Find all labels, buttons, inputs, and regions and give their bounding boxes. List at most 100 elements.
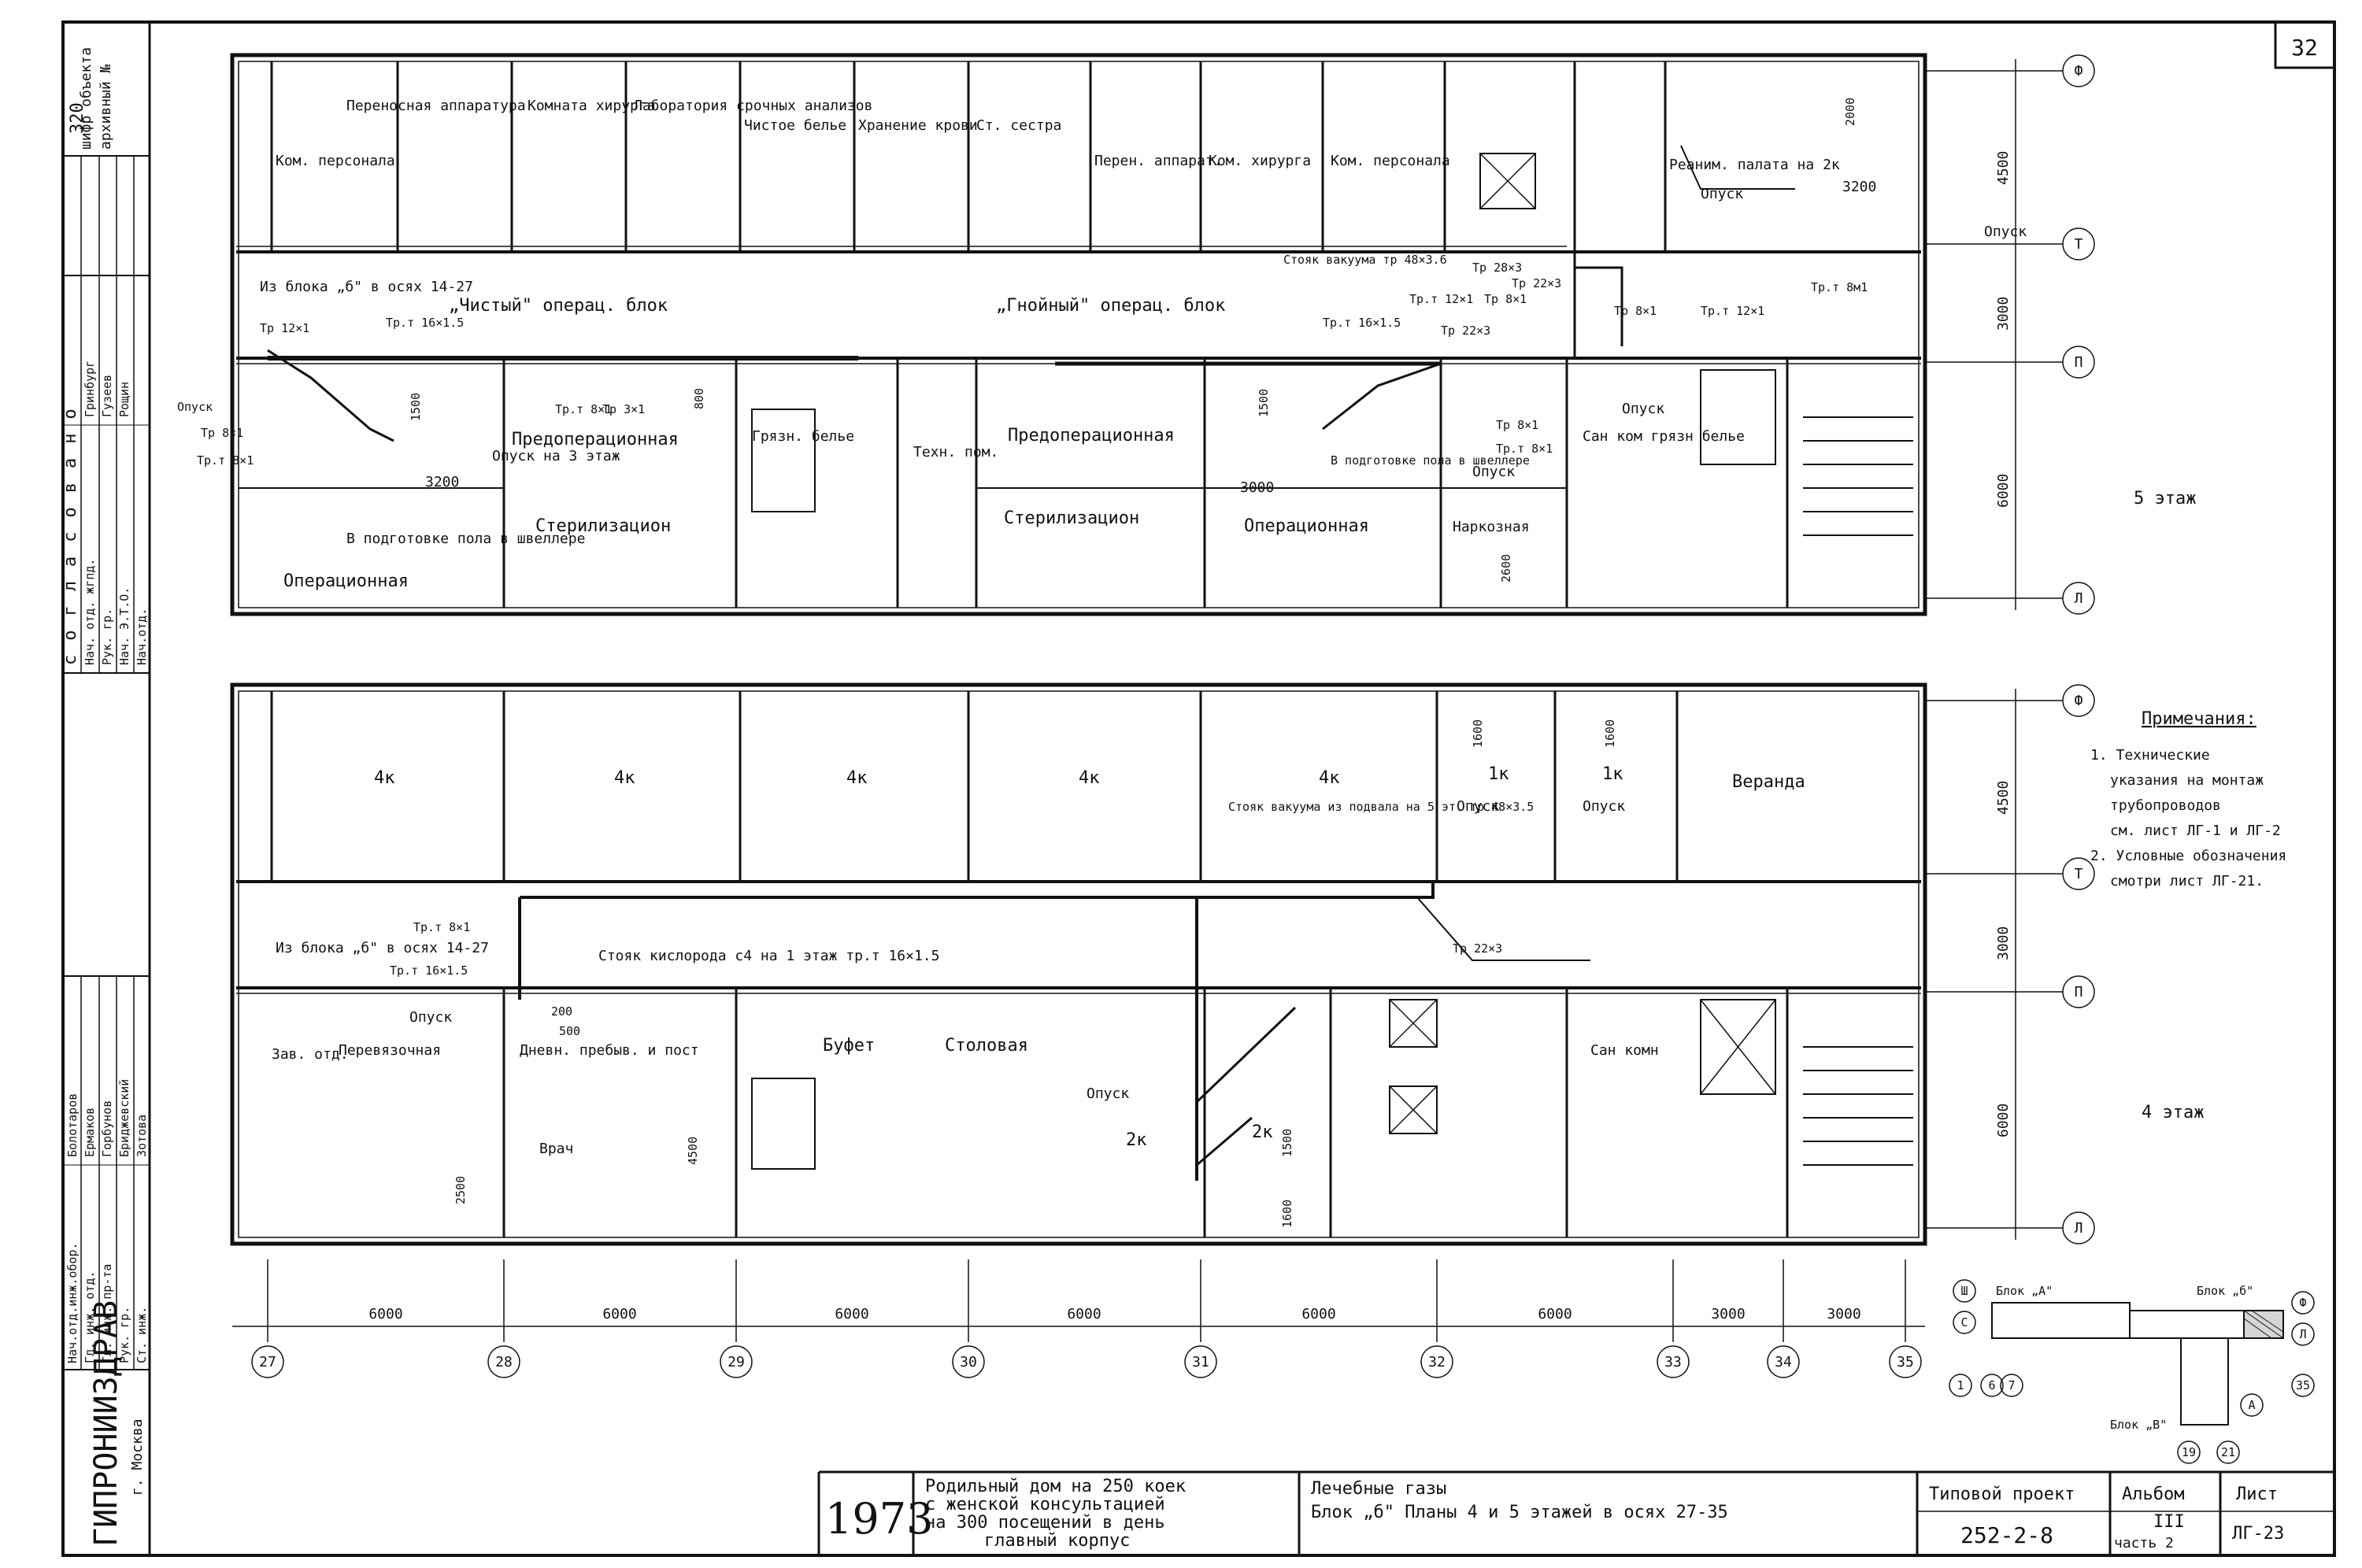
axis-bubble-f-4: Ф	[2075, 693, 2083, 709]
f5-dim-3: 1500	[1257, 389, 1271, 417]
f5-note-25: Тр.т 12×1	[1701, 304, 1764, 318]
f5-room-1: Переносная аппаратура	[346, 98, 526, 114]
f5-note-6: Тр.т 8×1	[555, 402, 612, 416]
right-dim-3: 4500	[1995, 781, 2012, 815]
project-line-3: главный корпус	[984, 1531, 1130, 1551]
typical-project-number: 252-2-8	[1960, 1522, 2053, 1548]
f5-note-14: Тр.т 12×1	[1409, 292, 1473, 306]
right-dim-4: 3000	[1995, 926, 2012, 960]
f5-room-10: Реаним. палата на 2к	[1669, 157, 1840, 173]
keyplan-block-b: Блок „б"	[2197, 1284, 2253, 1298]
approval-strip: шифр объекта архивный № 320 согласовано …	[61, 22, 151, 1555]
f4-dim-6: 1500	[1280, 1129, 1294, 1157]
upper-name-0: Гринбург	[83, 361, 97, 417]
f4-room-2: 4к	[846, 768, 868, 788]
f4-room-12: Буфет	[823, 1036, 875, 1056]
lower-role-0: Нач.отд.инж.обор.	[65, 1242, 80, 1363]
axis-bubble-34: 34	[1775, 1354, 1792, 1370]
f5-room-17: Стерилизацион	[1004, 508, 1139, 528]
notes-line-5: смотри лист ЛГ-21.	[2110, 873, 2264, 889]
right-dim-2: 6000	[1995, 474, 2012, 508]
sheet-frame	[61, 20, 2336, 1557]
f5-room-16: Операционная	[283, 571, 409, 591]
f4-dim-3: 4500	[686, 1137, 700, 1165]
axis-bubble-32: 32	[1428, 1354, 1446, 1370]
f5-note-8: Опуск на 3 этаж	[492, 448, 620, 464]
f4-room-7: Веранда	[1732, 772, 1805, 792]
f5-note-0: Из блока „б" в осях 14-27	[260, 279, 473, 295]
axis-dim-7: 3000	[1827, 1306, 1860, 1322]
lower-role-2: Гл. инж. пр-та	[100, 1264, 114, 1363]
axis-bubble-p-4: П	[2075, 984, 2083, 1000]
floor-4-plan	[230, 682, 1927, 1246]
axis-dim-4: 6000	[1301, 1306, 1335, 1322]
axis-bubble-f-5: Ф	[2075, 63, 2083, 80]
f5-room-9: Ком. персонала	[1331, 153, 1450, 169]
axis-dim-5: 6000	[1538, 1306, 1572, 1322]
f4-note-6: Опуск	[1457, 798, 1499, 815]
object-code-label-1: шифр объекта	[78, 47, 94, 150]
notes-line-2: трубопроводов	[2110, 797, 2221, 814]
drawing-title-0: Лечебные газы	[1311, 1479, 1446, 1499]
lower-name-1: Ермаков	[83, 1108, 97, 1157]
lower-name-0: Болотаров	[65, 1093, 80, 1157]
f4-note-9: Опуск	[1087, 1085, 1129, 1102]
axis-bubble-29: 29	[727, 1354, 745, 1370]
f4-room-13: Столовая	[945, 1036, 1028, 1056]
axis-bubble-t-5: Т	[2075, 236, 2083, 253]
f5-room-4: Чистое белье	[744, 117, 846, 134]
keyplan-axis-s: С	[1960, 1315, 1968, 1329]
agreed-label: согласовано	[61, 394, 80, 665]
typical-project-label: Типовой проект	[1929, 1485, 2075, 1504]
f5-note-4: Тр 8×1	[201, 426, 243, 440]
f4-room-10: Дневн. пребыв. и пост	[520, 1042, 699, 1059]
f4-room-16: Сан комн	[1590, 1042, 1659, 1059]
f5-note-7: Тр 3×1	[602, 402, 645, 416]
f5-note-26: Тр.т 8м1	[1811, 280, 1868, 294]
f5-dim-2: 800	[692, 388, 706, 409]
f5-note-10: В подготовке пола в швеллере	[1331, 453, 1530, 468]
lower-role-4: Ст. инж.	[135, 1307, 149, 1363]
f4-note-0: Из блока „б" в осях 14-27	[276, 940, 489, 956]
f5-room-5: Хранение крови	[858, 117, 978, 134]
f5-room-6: Ст. сестра	[976, 117, 1061, 134]
upper-role-1: Нач. отд. жгпд.	[83, 559, 97, 665]
notes-heading: Примечания:	[2142, 709, 2256, 729]
f5-note-3: Опуск	[177, 400, 213, 414]
axis-bubble-28: 28	[495, 1354, 513, 1370]
f4-note-4: Опуск	[409, 1009, 452, 1026]
lower-name-2: Горбунов	[100, 1100, 114, 1157]
f5-note-18: Тр 8×1	[1496, 418, 1538, 432]
f5-note-20: Опуск	[1622, 401, 1664, 417]
list-number: ЛГ-23	[2232, 1524, 2284, 1544]
f4-room-6: 1к	[1602, 764, 1623, 784]
axis-bubble-33: 33	[1664, 1354, 1682, 1370]
notes-line-0: 1. Технические	[2090, 747, 2210, 764]
f4-room-4: 4к	[1319, 768, 1340, 788]
f5-floor-label: 5 этаж	[2134, 489, 2196, 508]
f4-floor-label: 4 этаж	[2142, 1103, 2204, 1122]
f5-room-3: Лаборатория срочных анализов	[634, 98, 872, 114]
f5-note-1: Тр 12×1	[260, 321, 309, 335]
f4-note-7: Опуск	[1583, 798, 1625, 815]
f5-note-9: В подготовке пола в швеллере	[346, 531, 585, 547]
f4-room-9: Перевязочная	[339, 1042, 441, 1059]
keyplan-axis-19: 19	[2182, 1445, 2196, 1459]
album-part: часть 2	[2114, 1535, 2174, 1551]
notes-line-1: указания на монтаж	[2110, 772, 2264, 789]
f5-room-8: Ком. хирурга	[1209, 153, 1311, 169]
keyplan-axis-1: 1	[1957, 1378, 1964, 1392]
f5-note-19: Тр.т 8×1	[1496, 442, 1553, 456]
right-dim-5: 6000	[1995, 1104, 2012, 1137]
lower-name-4: Зотова	[135, 1115, 149, 1157]
f5-dim-5: 2600	[1499, 554, 1513, 582]
keyplan-axis-6: 6	[1988, 1378, 1995, 1392]
keyplan-axis-35: 35	[2296, 1378, 2310, 1392]
f5-dim-7: 2000	[1843, 98, 1857, 126]
f4-room-15: 2к	[1252, 1122, 1273, 1142]
list-label: Лист	[2236, 1485, 2278, 1504]
f5-zone-purulent: „Гнойный" операц. блок	[996, 296, 1225, 316]
upper-role-2: Рук. гр.	[100, 608, 114, 665]
axis-bubble-30: 30	[960, 1354, 977, 1370]
f5-room-11: Грязн. белье	[752, 428, 854, 445]
